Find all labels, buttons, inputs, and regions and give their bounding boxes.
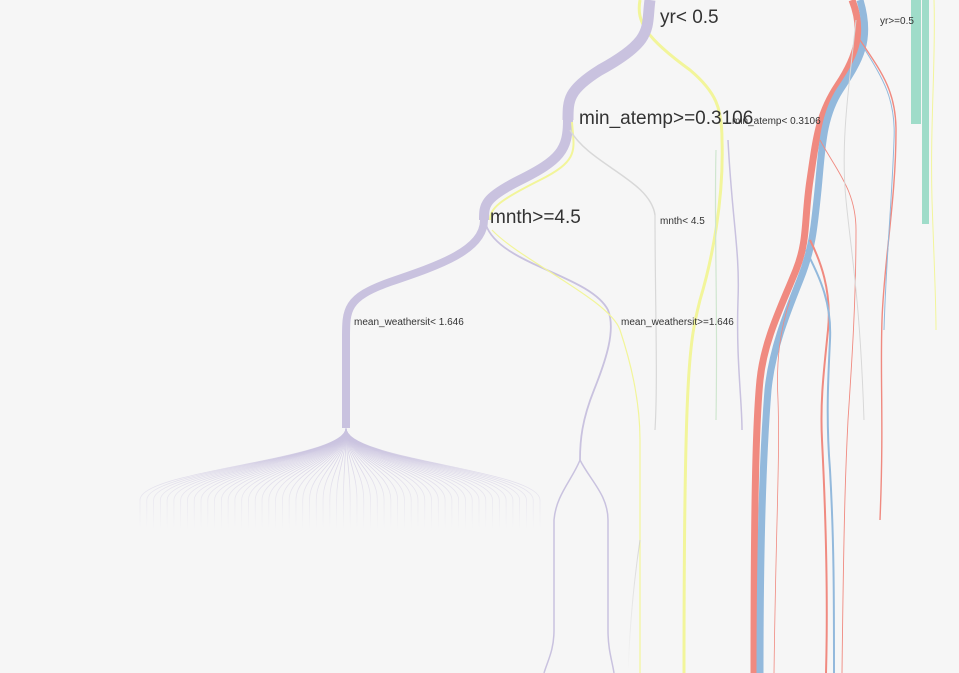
node-label-min-atemp-lt: min_atemp< 0.3106 bbox=[732, 116, 821, 127]
flow-blue-branch-2 bbox=[805, 249, 835, 673]
flow-red-thin-1 bbox=[859, 39, 897, 521]
fan-leaf-flow bbox=[254, 427, 347, 530]
flow-red-branch-2 bbox=[809, 239, 830, 673]
flow-atemp-ge-yellow bbox=[489, 121, 575, 221]
fan-leaf-flow bbox=[275, 427, 347, 530]
fan-leaf-flow bbox=[281, 427, 347, 530]
flow-yr-ge-blue bbox=[756, 0, 869, 673]
node-label-mnth-lt: mnth< 4.5 bbox=[660, 216, 705, 227]
flow-red-thin-2 bbox=[819, 139, 857, 673]
flow-weather-fan bbox=[139, 427, 541, 530]
flow-yr-ge-red bbox=[750, 0, 862, 673]
node-label-yr-lt: yr< 0.5 bbox=[660, 7, 719, 28]
node-label-min-atemp-ge: min_atemp>=0.3106 bbox=[579, 108, 754, 129]
fan-leaf-flow bbox=[241, 427, 347, 530]
flow-atemp-lt-green bbox=[714, 149, 718, 421]
flow-weather-ge-left bbox=[543, 459, 581, 673]
flow-grey-thin-1 bbox=[843, 19, 865, 421]
flow-teal-bar-2 bbox=[922, 0, 929, 224]
flow-blue-thin-1 bbox=[861, 44, 895, 331]
fan-leaf-flow bbox=[288, 427, 347, 530]
flow-red-thin-3 bbox=[773, 299, 791, 673]
flow-root-purple bbox=[562, 0, 656, 121]
flow-atemp-lt-grey bbox=[569, 129, 656, 216]
fan-leaf-flow bbox=[248, 427, 347, 530]
flow-mnth-lt-yellow bbox=[491, 229, 641, 673]
fan-leaf-flow bbox=[345, 427, 541, 530]
fan-leaf-flow bbox=[302, 427, 347, 530]
flow-teal-bar-1 bbox=[911, 0, 921, 124]
node-label-yr-ge: yr>=0.5 bbox=[880, 16, 914, 27]
fan-leaf-flow bbox=[345, 427, 473, 530]
flow-atemp-lt-purple bbox=[727, 139, 743, 431]
fan-leaf-flow bbox=[139, 427, 347, 530]
fan-leaf-flow bbox=[268, 427, 347, 530]
flow-mnth-ge-purple bbox=[341, 219, 488, 428]
flow-mnth-lt-grey bbox=[654, 214, 657, 431]
fan-leaf-flow bbox=[295, 427, 347, 530]
node-label-weather-ge: mean_weathersit>=1.646 bbox=[621, 317, 734, 328]
fan-leaf-flow bbox=[261, 427, 347, 530]
flow-root-yellow bbox=[637, 0, 724, 141]
flow-yellow-right bbox=[931, 0, 937, 331]
flow-weather-ge-right bbox=[579, 459, 615, 673]
flow-mnth-lt-purple bbox=[485, 224, 612, 461]
flow-atemp-ge-purple bbox=[479, 119, 573, 221]
flow-atemp-lt-yellow bbox=[682, 139, 724, 673]
flow-weather-ge-grey bbox=[627, 539, 641, 673]
node-label-mnth-ge: mnth>=4.5 bbox=[490, 207, 581, 228]
node-label-weather-lt: mean_weathersit< 1.646 bbox=[354, 317, 464, 328]
